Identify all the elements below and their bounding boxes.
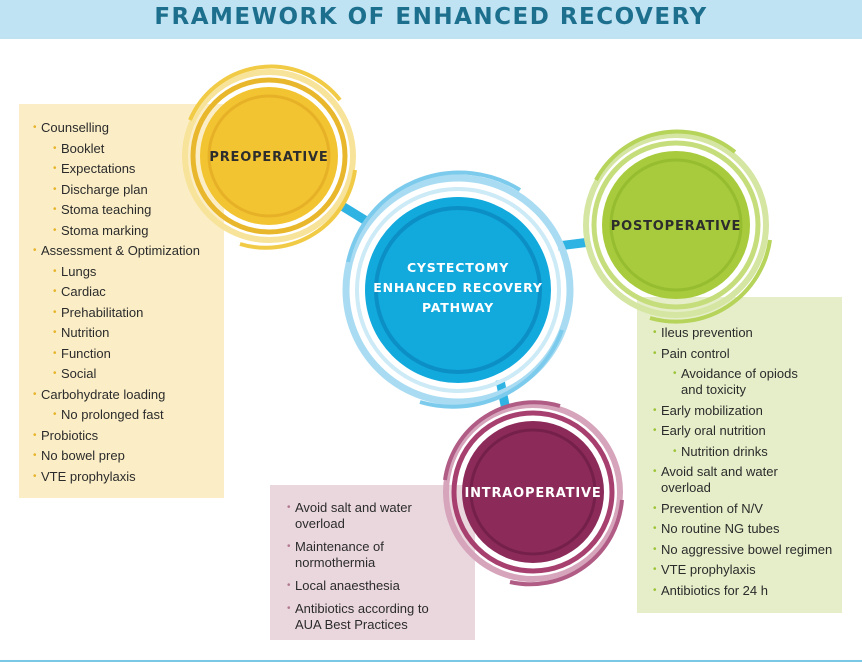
postoperative-item: Pain control <box>653 346 842 362</box>
connector-preoperative <box>339 202 371 226</box>
intraoperative-node: INTRAOPERATIVE <box>443 400 624 587</box>
preoperative-list-box: CounsellingBookletExpectationsDischarge … <box>19 104 224 498</box>
postoperative-item: Avoid salt and water overload <box>653 464 842 496</box>
postoperative-item: Early mobilization <box>653 403 842 419</box>
center-line-3: PATHWAY <box>422 300 494 315</box>
intraoperative-item: Maintenance of normothermia <box>287 539 475 571</box>
postoperative-item: No aggressive bowel regimen <box>653 542 842 558</box>
preoperative-item: Booklet <box>53 141 224 157</box>
preoperative-node: PREOPERATIVE <box>182 64 357 250</box>
center-line-1: CYSTECTOMY <box>407 260 509 275</box>
preoperative-item: Probiotics <box>33 428 224 444</box>
diagram-title: FRAMEWORK OF ENHANCED RECOVERY <box>154 4 708 30</box>
preoperative-item: Stoma marking <box>53 223 224 239</box>
preoperative-item: Lungs <box>53 264 224 280</box>
preoperative-item: Expectations <box>53 161 224 177</box>
intraoperative-item: Avoid salt and water overload <box>287 500 475 532</box>
postoperative-item: Antibiotics for 24 h <box>653 583 842 599</box>
postoperative-list-box: Ileus preventionPain controlAvoidance of… <box>637 297 842 613</box>
preoperative-item: No bowel prep <box>33 448 224 464</box>
postoperative-item: Ileus prevention <box>653 325 842 341</box>
postoperative-label: POSTOPERATIVE <box>611 219 741 234</box>
preoperative-item: Cardiac <box>53 284 224 300</box>
postoperative-node: POSTOPERATIVE <box>583 129 772 324</box>
preoperative-label: PREOPERATIVE <box>209 150 328 165</box>
postoperative-item: Early oral nutrition <box>653 423 842 439</box>
preoperative-item: Stoma teaching <box>53 202 224 218</box>
bottom-rule <box>0 660 862 662</box>
postoperative-item: Avoidance of opiods and toxicity <box>673 366 842 398</box>
preoperative-item: Discharge plan <box>53 182 224 198</box>
postoperative-list: Ileus preventionPain controlAvoidance of… <box>653 325 842 599</box>
preoperative-list: CounsellingBookletExpectationsDischarge … <box>33 120 224 485</box>
postoperative-item: VTE prophylaxis <box>653 562 842 578</box>
postoperative-item: Prevention of N/V <box>653 501 842 517</box>
intraoperative-list: Avoid salt and water overloadMaintenance… <box>287 500 475 633</box>
preoperative-item: No prolonged fast <box>53 407 224 423</box>
preoperative-item: Assessment & Optimization <box>33 243 224 259</box>
intraoperative-item: Antibiotics according to AUA Best Practi… <box>287 601 475 633</box>
postoperative-item: No routine NG tubes <box>653 521 842 537</box>
preoperative-item: Counselling <box>33 120 224 136</box>
intraoperative-list-box: Avoid salt and water overloadMaintenance… <box>270 485 475 640</box>
intraoperative-item: Local anaesthesia <box>287 578 475 594</box>
preoperative-item: Nutrition <box>53 325 224 341</box>
preoperative-item: Carbohydrate loading <box>33 387 224 403</box>
preoperative-item: VTE prophylaxis <box>33 469 224 485</box>
center-node: CYSTECTOMY ENHANCED RECOVERY PATHWAY <box>342 170 574 409</box>
preoperative-item: Function <box>53 346 224 362</box>
postoperative-item: Nutrition drinks <box>673 444 842 460</box>
preoperative-item: Social <box>53 366 224 382</box>
title-bar <box>0 0 862 39</box>
intraoperative-label: INTRAOPERATIVE <box>464 486 601 501</box>
center-line-2: ENHANCED RECOVERY <box>373 280 543 295</box>
preoperative-item: Prehabilitation <box>53 305 224 321</box>
